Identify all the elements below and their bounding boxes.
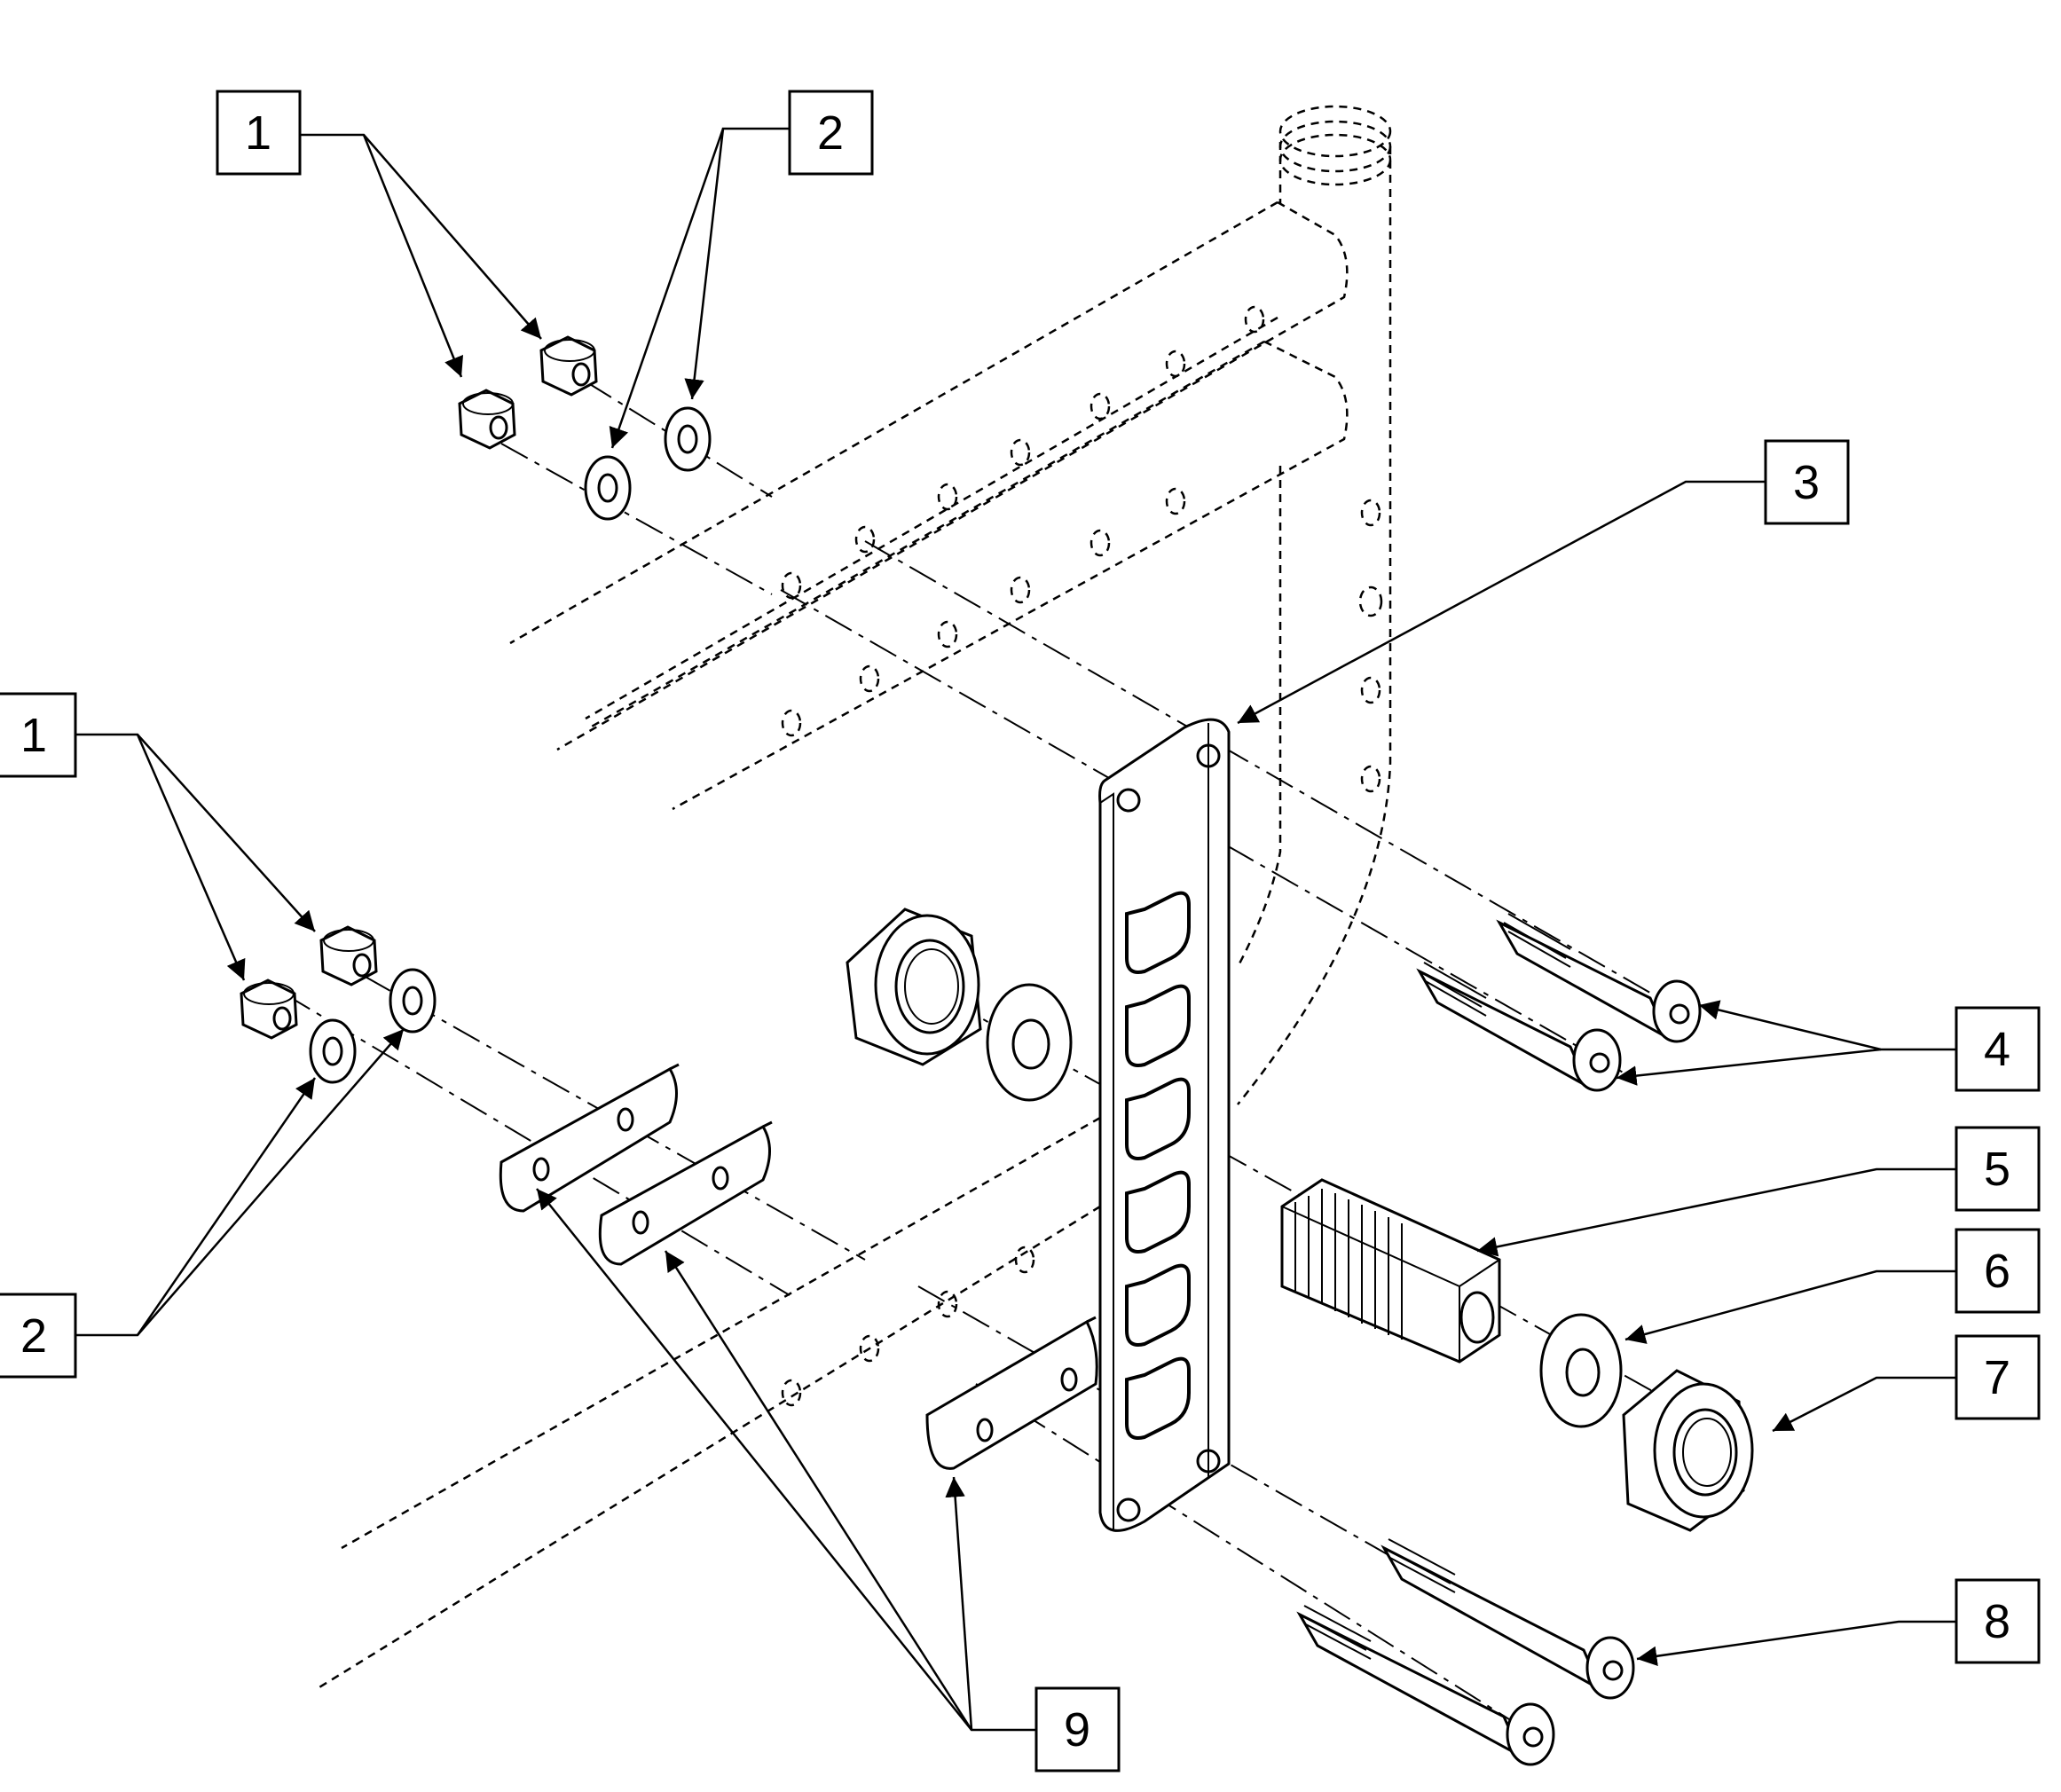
top-lock-nut-left xyxy=(458,389,516,450)
callout-number: 9 xyxy=(1064,1703,1090,1757)
callout-2-left: 2 xyxy=(0,1293,77,1379)
callout-1-top: 1 xyxy=(216,90,302,176)
callout-number: 8 xyxy=(1984,1595,2010,1648)
bolt-upper-b xyxy=(1416,962,1622,1092)
washer-6 xyxy=(1539,1313,1623,1428)
callout-number: 6 xyxy=(1984,1245,2010,1298)
callout-4: 4 xyxy=(1955,1006,2041,1092)
top-washer-right xyxy=(664,406,712,472)
callout-9: 9 xyxy=(1034,1686,1121,1772)
callout-8: 8 xyxy=(1955,1578,2041,1664)
top-lock-nut-right xyxy=(539,335,598,397)
callout-number: 1 xyxy=(245,106,271,160)
callout-number: 7 xyxy=(1984,1351,2010,1404)
callout-7: 7 xyxy=(1955,1334,2041,1420)
callout-number: 2 xyxy=(20,1309,47,1363)
callout-number: 2 xyxy=(817,106,844,160)
bolt-lower-a xyxy=(1381,1538,1635,1700)
left-lock-nut-lower xyxy=(240,979,298,1040)
large-washer-rear xyxy=(986,983,1073,1102)
callout-number: 5 xyxy=(1984,1143,2010,1196)
left-washer-lower xyxy=(309,1018,357,1084)
curved-clamp-middle xyxy=(598,1120,773,1266)
callout-number: 3 xyxy=(1793,456,1820,509)
top-washer-left xyxy=(584,455,632,521)
callout-6: 6 xyxy=(1955,1228,2041,1314)
curved-clamp-left xyxy=(499,1063,680,1213)
callout-number: 1 xyxy=(20,709,47,762)
large-hex-nut-rear xyxy=(846,908,982,1066)
bolt-lower-b xyxy=(1296,1605,1555,1766)
callout-number: 4 xyxy=(1984,1023,2010,1076)
phantom-frame xyxy=(314,105,1392,1692)
leader-lines xyxy=(75,127,1956,1732)
callout-5: 5 xyxy=(1955,1126,2041,1212)
left-lock-nut-upper xyxy=(319,925,378,986)
callout-1-left: 1 xyxy=(0,692,77,778)
callout-2-top: 2 xyxy=(788,90,874,176)
bolt-upper-a xyxy=(1496,913,1702,1043)
curved-clamp-lower xyxy=(925,1316,1098,1470)
callout-3: 3 xyxy=(1764,439,1850,525)
large-hex-nut-front xyxy=(1622,1369,1754,1532)
left-washer-upper xyxy=(389,968,437,1034)
threaded-spacer xyxy=(1280,1178,1501,1364)
plate-slots xyxy=(1125,891,1191,1440)
mounting-plate xyxy=(1098,718,1231,1532)
